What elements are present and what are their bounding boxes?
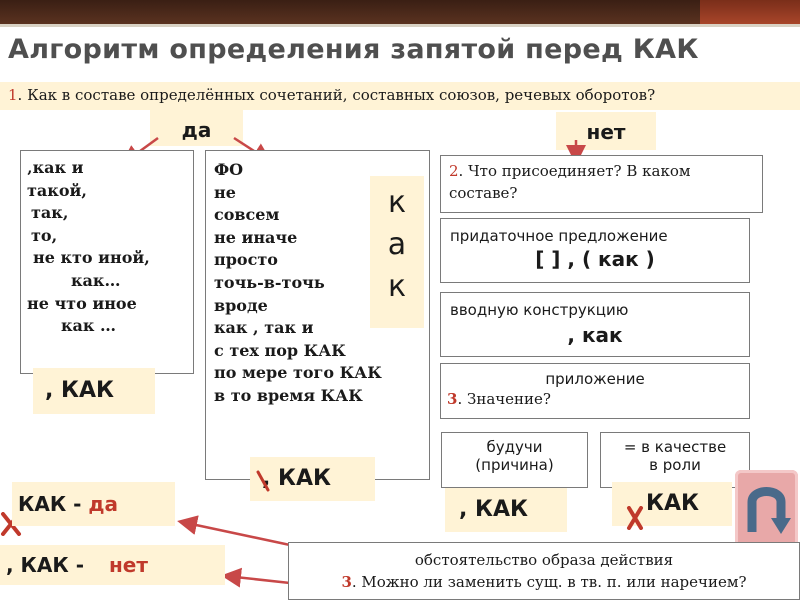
arrow-to-kak-no bbox=[221, 567, 291, 588]
mid-item: просто bbox=[214, 250, 278, 270]
mid-item: не bbox=[214, 182, 236, 202]
question2-text: . Что присоединяет? В каком составе? bbox=[449, 162, 691, 202]
question2-box: 2. Что присоединяет? В каком составе? bbox=[440, 155, 763, 213]
kak-vertical: к а к bbox=[370, 176, 424, 328]
question2-number: 2 bbox=[449, 162, 459, 180]
left-item: ‚как и bbox=[27, 158, 84, 177]
mid-item: с тех пор КАК bbox=[214, 340, 346, 360]
option-role-label: = в качестве bbox=[623, 438, 727, 456]
left-item: такой, bbox=[27, 180, 87, 200]
option-budu-box: будучи (причина) bbox=[441, 432, 588, 488]
mid-item: в то время КАК bbox=[214, 385, 363, 405]
answer-budu: , КАК bbox=[445, 488, 567, 532]
mid-item: точь-в-точь bbox=[214, 272, 325, 292]
mid-item: совсем bbox=[214, 205, 280, 225]
mid-item: по мере того КАК bbox=[214, 363, 382, 383]
option-appos-label: приложение bbox=[545, 370, 645, 388]
kak-letter: к bbox=[387, 269, 407, 304]
top-bar-accent bbox=[700, 0, 800, 24]
option-clause-label: придаточное предложение bbox=[450, 227, 668, 245]
mid-item: ФО bbox=[214, 160, 244, 179]
question1-text: . Как в составе определённых сочетаний, … bbox=[17, 86, 656, 104]
question3b: 3. Можно ли заменить сущ. в тв. п. или н… bbox=[289, 571, 799, 593]
top-bar-divider bbox=[0, 24, 800, 27]
left-combinations-box: ‚как и такой, так, то, не кто иной, как…… bbox=[20, 150, 194, 374]
kak-no-label: , КАК - bbox=[6, 553, 84, 577]
cross-icon bbox=[256, 470, 270, 492]
no-label: нет bbox=[556, 112, 656, 150]
mid-item: не иначе bbox=[214, 227, 298, 247]
mid-item: вроде bbox=[214, 295, 268, 315]
bottom-box-line1: обстоятельство образа действия bbox=[414, 551, 674, 569]
option-intro-pattern: , как bbox=[567, 323, 623, 347]
left-item: не кто иной, bbox=[33, 248, 150, 268]
cross-icon bbox=[627, 506, 643, 530]
question1-band bbox=[0, 82, 800, 110]
option-clause-box: придаточное предложение [ ] , ( как ) bbox=[440, 218, 750, 283]
question3a-text: . Значение? bbox=[457, 390, 551, 408]
option-intro-label: вводную конструкцию bbox=[450, 301, 629, 319]
option-intro-box: вводную конструкцию , как bbox=[440, 292, 750, 357]
option-budu-label: будучи bbox=[486, 438, 543, 456]
option-budu-sub: (причина) bbox=[475, 456, 554, 474]
kak-yes-row: КАК - да bbox=[12, 482, 175, 526]
left-item: то, bbox=[31, 225, 58, 245]
mid-answer: , КАК bbox=[250, 457, 375, 501]
left-item: так, bbox=[31, 203, 69, 223]
return-button[interactable] bbox=[735, 470, 798, 548]
page-title: Алгоритм определения запятой перед КАК bbox=[8, 34, 699, 65]
top-bar bbox=[0, 0, 800, 24]
u-turn-icon bbox=[747, 487, 791, 534]
question3a: 3. Значение? bbox=[441, 390, 749, 408]
option-clause-pattern: [ ] , ( как ) bbox=[535, 247, 655, 271]
answer-role: КАК bbox=[612, 482, 732, 526]
kak-no-value: нет bbox=[108, 553, 148, 577]
left-item: как … bbox=[61, 316, 117, 336]
kak-yes-value: да bbox=[88, 492, 119, 516]
option-role-box: = в качестве в роли bbox=[600, 432, 750, 488]
option-role-sub: в роли bbox=[649, 456, 701, 474]
option-appos-box: приложение 3. Значение? bbox=[440, 363, 750, 419]
yes-label: да bbox=[150, 110, 243, 146]
mid-item: как , так и bbox=[214, 318, 314, 338]
arrow-to-kak-yes bbox=[177, 515, 291, 547]
kak-letter: к bbox=[387, 185, 407, 220]
question3b-number: 3 bbox=[341, 573, 352, 591]
left-item: не что иное bbox=[27, 293, 137, 313]
left-item: как… bbox=[71, 270, 121, 290]
question1: 1. Как в составе определённых сочетаний,… bbox=[8, 86, 655, 104]
question3a-number: 3 bbox=[447, 390, 458, 408]
question1-number: 1 bbox=[8, 86, 18, 104]
kak-letter: а bbox=[387, 227, 407, 262]
kak-no-row: , КАК - нет bbox=[0, 545, 225, 585]
question3b-text: . Можно ли заменить сущ. в тв. п. или на… bbox=[351, 573, 747, 591]
left-answer: , КАК bbox=[33, 368, 155, 414]
bottom-question-box: обстоятельство образа действия 3. Можно … bbox=[288, 542, 800, 600]
kak-yes-label: КАК - bbox=[18, 492, 82, 516]
